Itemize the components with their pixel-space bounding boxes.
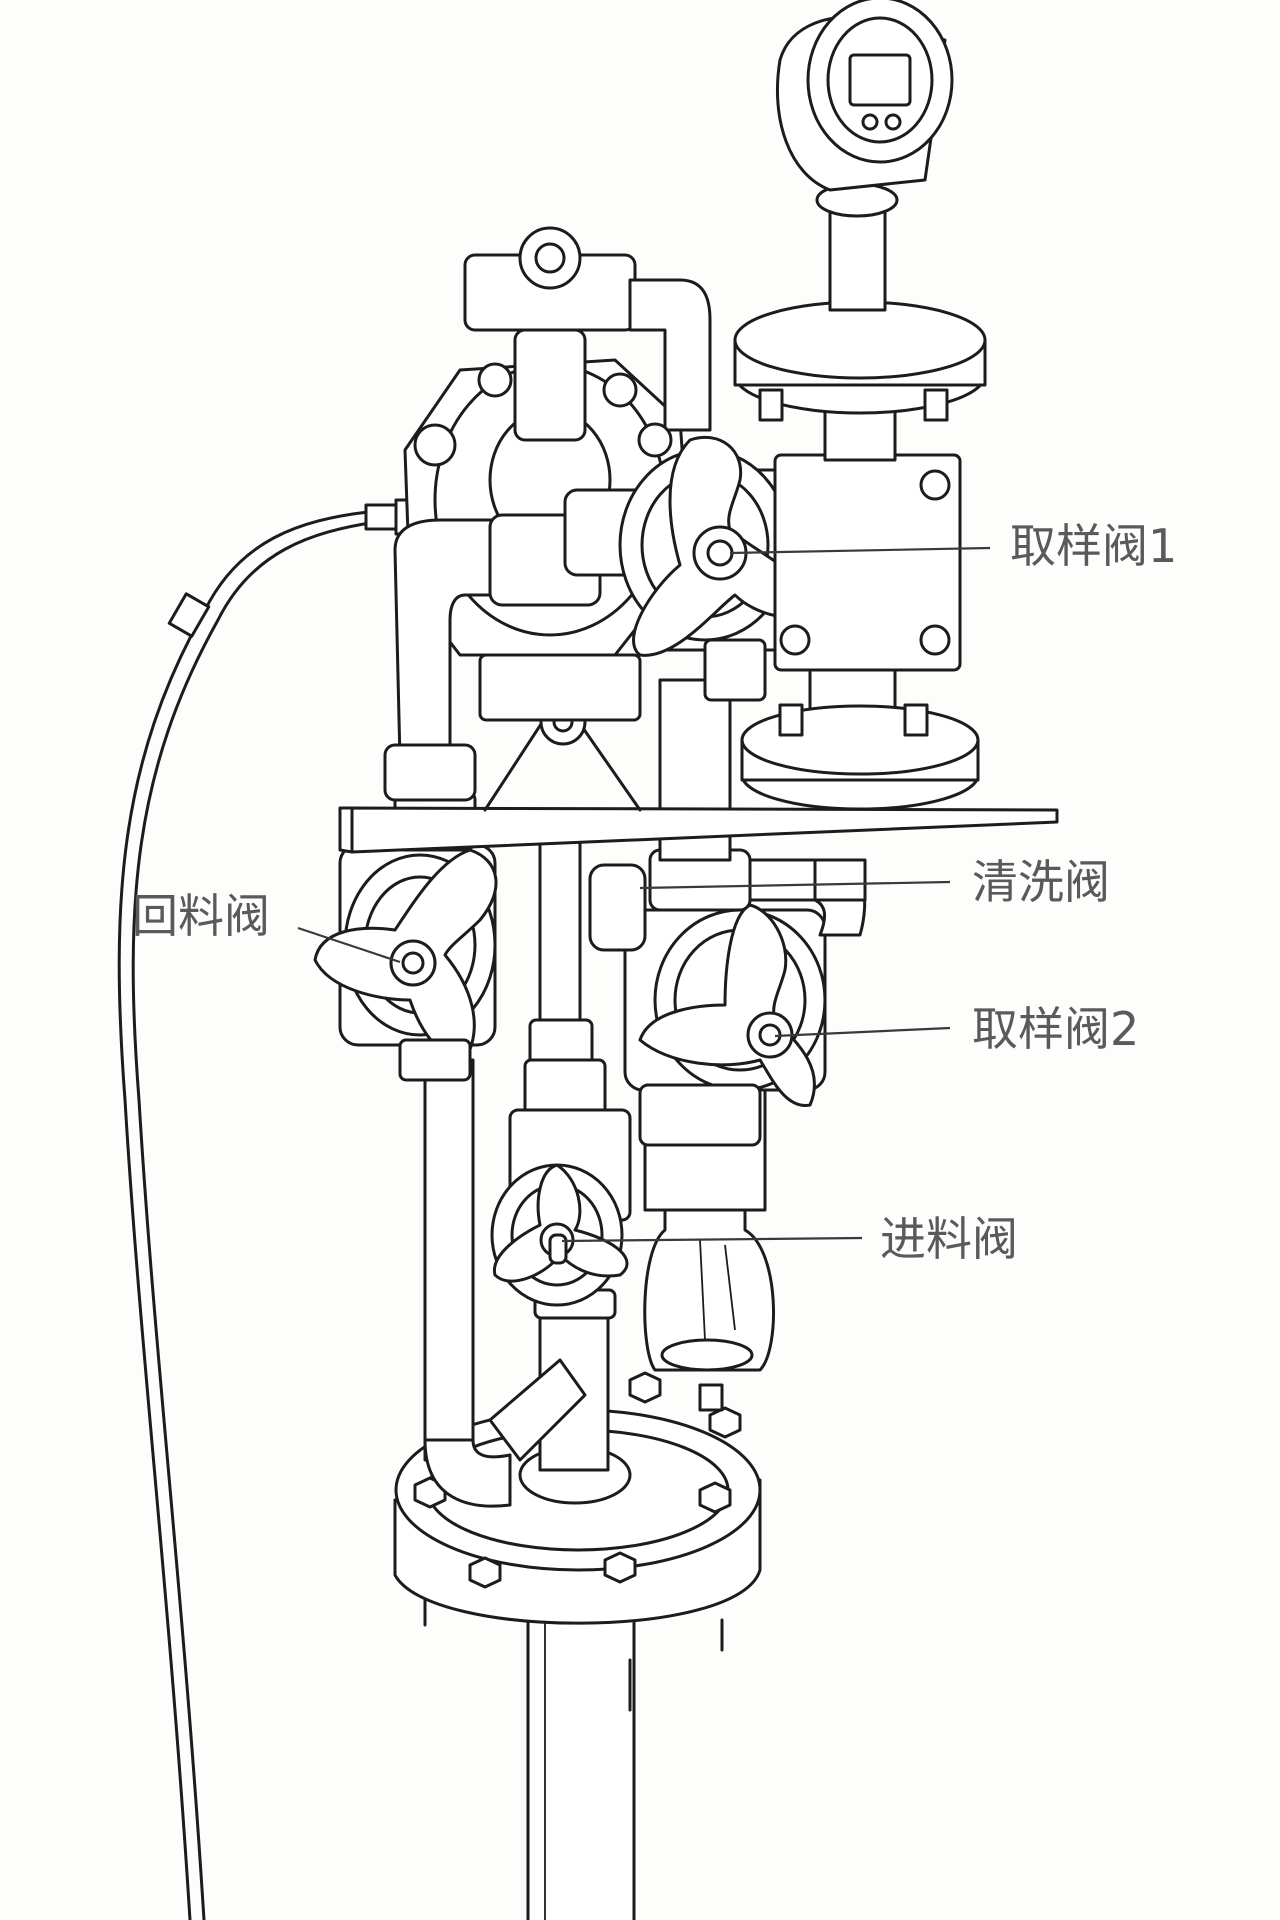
sampling-valve-1	[563, 435, 937, 702]
studs	[423, 1598, 724, 1712]
label-sampling-valve-1: 取样阀1	[1010, 519, 1177, 573]
callout-labels: 取样阀1 清洗阀 取样阀2 回料阀 进料阀	[132, 519, 1177, 1266]
feed-elbow	[488, 1288, 617, 1472]
sampling-valve-2	[623, 903, 827, 1147]
signal-cable	[117, 498, 416, 1920]
label-cleaning-valve: 清洗阀	[972, 855, 1110, 909]
label-sampling-valve-2: 取样阀2	[972, 1002, 1139, 1056]
leader-lines	[297, 546, 991, 1243]
base-flange	[393, 1371, 762, 1712]
right-flange-stack	[733, 182, 987, 811]
central-column	[523, 828, 607, 1122]
leader-sampling-valve-2	[774, 1026, 951, 1038]
leader-return-valve	[297, 926, 401, 964]
label-return-valve: 回料阀	[132, 889, 270, 943]
pressure-transmitter	[775, 0, 954, 192]
leader-feed-valve	[561, 1236, 863, 1243]
leader-cleaning-valve	[639, 880, 951, 890]
main-stem	[526, 1608, 636, 1920]
feed-valve	[490, 1108, 632, 1307]
return-pipe	[423, 1058, 512, 1508]
flange-bolts	[413, 1371, 742, 1589]
leader-sampling-valve-1	[729, 546, 991, 555]
stack-bolts	[758, 388, 949, 737]
label-feed-valve: 进料阀	[880, 1212, 1018, 1266]
